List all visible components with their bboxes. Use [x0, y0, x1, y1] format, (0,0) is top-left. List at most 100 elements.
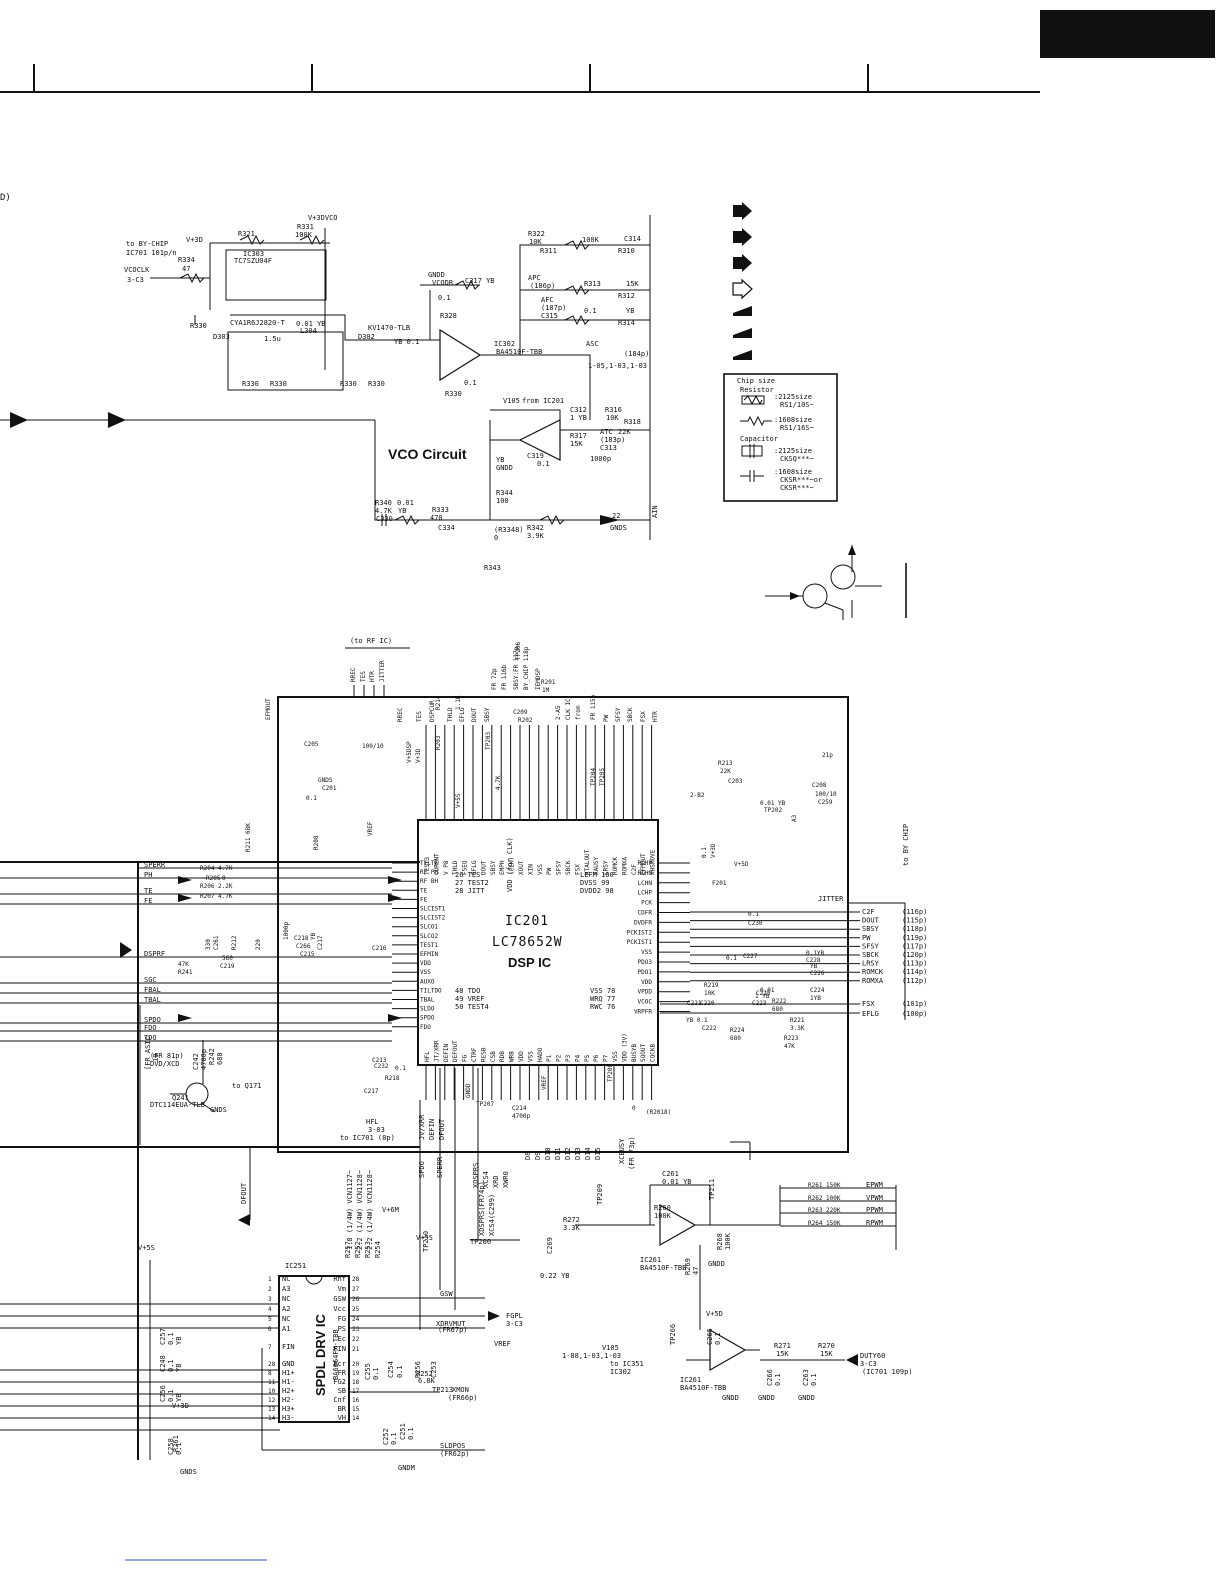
- ic251-pin-label: FG2: [333, 1378, 346, 1386]
- component-label: C226: [810, 970, 825, 977]
- q241-label: DVD/XCD: [150, 1060, 180, 1068]
- fgpl-arrow-icon: [488, 1311, 500, 1321]
- bus-signal-label: SPDO: [144, 1016, 161, 1024]
- vco-label: AIN: [651, 505, 659, 518]
- component-label: YB 0.1: [686, 1017, 708, 1024]
- component-label: 0.01 YB: [760, 800, 786, 807]
- dsp-name: DSP IC: [508, 955, 552, 970]
- vco-circuit: to BY-CHIP IC701 101p/n VCOCLK 3-C3 V+3D…: [0, 214, 659, 572]
- ic251-ext-label: YB: [175, 1364, 183, 1372]
- component-label: VREF: [367, 821, 374, 836]
- out-page-label: (112p): [902, 977, 927, 985]
- dsp-bottom-pin: BUSYB: [631, 1044, 638, 1062]
- mid-label: V+5S: [416, 1234, 433, 1242]
- component-label: 1YB: [810, 995, 821, 1002]
- pwm-label: 0.1: [774, 1373, 782, 1386]
- dsp-top-pin: VSS: [537, 864, 544, 875]
- vco-label: R344: [496, 489, 513, 497]
- ic251-pin-label: FR: [338, 1369, 347, 1377]
- legend-resistor: Resistor: [740, 386, 774, 394]
- component-label: C227: [743, 953, 758, 960]
- vco-label: R322: [528, 230, 545, 238]
- ic251-pin-number: 14: [352, 1415, 360, 1422]
- vco-label: GNDD: [496, 464, 513, 472]
- signal-wedge-icon: [733, 328, 752, 338]
- dsp-top-pin: XHSMOVE: [650, 849, 657, 875]
- mid-label: XWR0: [502, 1171, 510, 1188]
- dsp-right-pin: VRPFR: [634, 1009, 652, 1016]
- vco-label: YB: [398, 507, 406, 515]
- vco-label: C315: [541, 312, 558, 320]
- vco-label: VCOCLK: [124, 266, 150, 274]
- pwm-label: 3-C3: [860, 1360, 877, 1368]
- dsp-bottom-pin: CQCKB: [650, 1044, 657, 1062]
- vco-label: R343: [484, 564, 501, 572]
- mid-label: TP200: [470, 1238, 491, 1246]
- dsp-bottom-pin: P2: [556, 1054, 563, 1062]
- ic251-ext-label: XDRVMUT: [436, 1320, 466, 1328]
- vco-label: 470: [430, 514, 443, 522]
- vco-label: R334: [178, 256, 195, 264]
- vco-label: 15K: [570, 440, 583, 448]
- component-label: 47K: [178, 961, 189, 968]
- legend-c1608-part1: CKSR***~or: [780, 476, 822, 484]
- component-label: 0: [222, 875, 226, 882]
- ic251-ext-label: FGPL: [506, 1312, 523, 1320]
- legend-capacitor: Capacitor: [740, 435, 778, 443]
- pwm-label: R269: [684, 1258, 692, 1275]
- vco-label: C317 YB: [465, 277, 495, 285]
- vco-label: C334: [438, 524, 455, 532]
- component-label: C225: [756, 990, 771, 997]
- bus-signal-label: TDO: [144, 1034, 157, 1042]
- component-label: TP203: [485, 732, 492, 750]
- dsp-top-pin: XOUT: [518, 860, 525, 875]
- dsp-left-pin: EFMIN: [420, 951, 438, 958]
- ic251-pin-number: 4: [268, 1306, 272, 1313]
- top-signal-label: TES: [360, 671, 367, 682]
- out-page-label: (116p): [902, 908, 927, 916]
- component-label: V+3D: [415, 748, 422, 763]
- dsp-bottom-pin: SQOUT: [640, 1044, 647, 1062]
- component-label: R222: [772, 998, 787, 1005]
- component-label: YB: [310, 932, 317, 940]
- ic251-pin-label: H3-: [282, 1414, 295, 1422]
- mid-label: D13: [574, 1147, 582, 1160]
- component-label: R204 4.7K: [200, 865, 233, 872]
- ic251-pin-number: 28: [268, 1361, 276, 1368]
- ic251-pin-number: 20: [352, 1361, 360, 1368]
- ic251-ext-label: GSW: [440, 1290, 453, 1298]
- dsp-right-pin: RCHP: [638, 860, 653, 867]
- digital-transistor-symbol: [765, 545, 907, 620]
- component-label: 1M: [542, 687, 550, 694]
- pwm-label: GNDD: [708, 1260, 725, 1268]
- mid-label: D9: [534, 1152, 542, 1160]
- top-signal-label: PW: [603, 714, 610, 722]
- vco-label: TC7SZU04F: [234, 257, 272, 265]
- component-label: C203: [728, 778, 743, 785]
- component-label: YB: [810, 963, 818, 970]
- ic251-name: SPDL DRV IC: [313, 1314, 328, 1396]
- dsp-bottom-pin: P6: [593, 1054, 600, 1062]
- pwm-resistor-label: R262 100K: [808, 1195, 841, 1202]
- vco-label: V+3DVCO: [308, 214, 338, 222]
- ic251-ext-label: (FR62p): [440, 1450, 470, 1458]
- dsp-top-pin: (CLK): [509, 857, 516, 875]
- q241-label: to Q171: [232, 1082, 262, 1090]
- ic251-pin-number: 22: [352, 1336, 360, 1343]
- vco-label: (184p): [624, 350, 649, 358]
- vco-label: BA4510F-TBB: [496, 348, 542, 356]
- ic251-pin-number: 5: [268, 1316, 272, 1323]
- ic251-pin-label: H1-: [282, 1378, 295, 1386]
- pwm-label: IC302: [610, 1368, 631, 1376]
- vco-opamp-1: [439, 328, 482, 382]
- top-signal-label: SFSY: [615, 707, 622, 722]
- signal-arrow-icon: [733, 228, 752, 246]
- mid-label: D11: [554, 1147, 562, 1160]
- mid-label: HFL: [366, 1118, 379, 1126]
- ic251-ext-label: V+5S: [138, 1244, 155, 1252]
- ic251-ext-label: R252: [416, 1370, 433, 1378]
- component-label: 2-B2: [690, 792, 705, 799]
- ic251-ext-label: 0.1: [167, 1359, 175, 1372]
- dsp-bottom-pin: RDB: [499, 1051, 506, 1062]
